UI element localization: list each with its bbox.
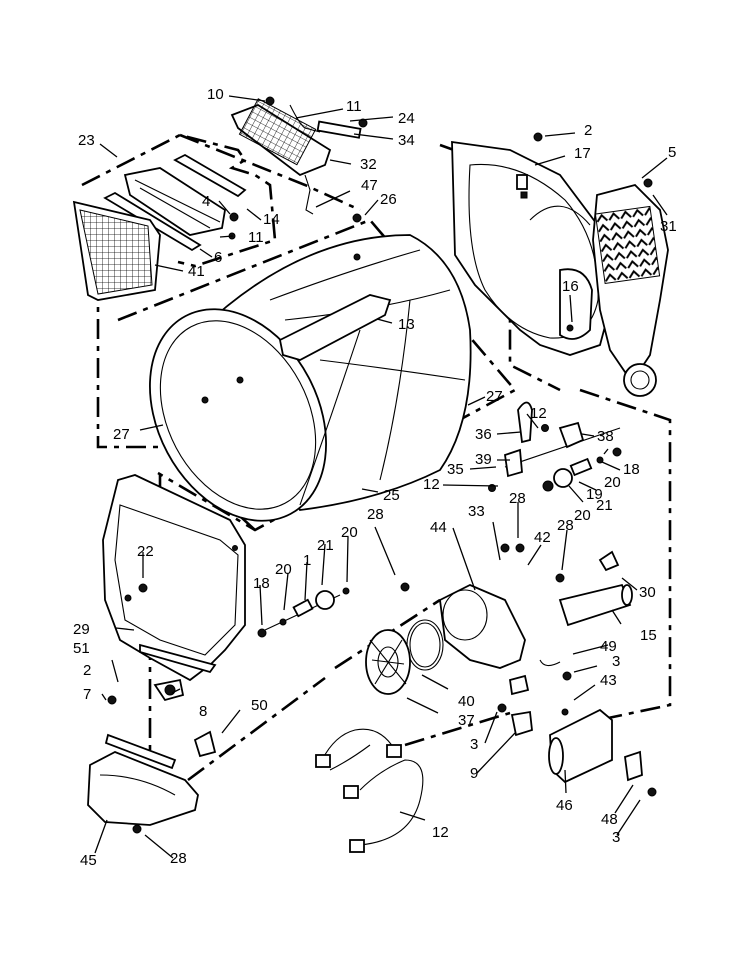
callout-14: 14 [263,211,280,228]
callout-6: 6 [214,249,222,266]
callout-38: 38 [597,428,614,445]
callout-3c: 3 [612,829,620,846]
callout-39: 39 [475,451,492,468]
callout-49: 49 [600,638,617,655]
callout-50: 50 [251,697,268,714]
callout-18b: 18 [253,575,270,592]
callout-24: 24 [398,110,415,127]
callout-11b: 11 [248,229,264,246]
burner-parts [193,708,643,784]
callout-27b: 27 [113,426,130,443]
callout-2b: 2 [83,662,91,679]
callout-2a: 2 [584,122,592,139]
callout-20b: 20 [574,507,591,524]
callout-25: 25 [383,487,400,504]
callout-23: 23 [78,132,95,149]
blower-housing-vents [592,183,669,397]
leader-lines [94,95,668,859]
screws [107,96,657,834]
callout-7: 7 [83,686,91,703]
callout-28b: 28 [367,506,384,523]
front-panel [102,474,246,682]
callout-8: 8 [199,703,207,720]
lint-filter-housing [103,98,362,252]
idler-pulley-parts [257,401,622,638]
callout-30: 30 [639,584,656,601]
callout-41: 41 [188,263,205,280]
callout-4: 4 [202,193,210,210]
callout-12b: 12 [423,476,440,493]
callout-36: 36 [475,426,492,443]
callout-21b: 21 [317,537,334,554]
callout-47: 47 [361,177,378,194]
wire-harness [315,728,424,853]
front-duct [87,678,199,826]
callout-21a: 21 [596,497,613,514]
lint-screen [72,200,161,301]
callout-labels: 10 11 24 34 32 47 23 4 14 26 11 6 41 2 1… [73,86,677,869]
callout-13: 13 [398,316,415,333]
callout-20c: 20 [341,524,358,541]
rear-panel [451,140,613,356]
callout-16: 16 [562,278,579,295]
callout-15: 15 [640,627,657,644]
callout-28c: 28 [557,517,574,534]
callout-20a: 20 [604,474,621,491]
callout-17: 17 [574,145,591,162]
callout-28d: 28 [170,850,187,867]
callout-20d: 20 [275,561,292,578]
callout-5: 5 [668,144,676,161]
callout-34: 34 [398,132,415,149]
callout-43: 43 [600,672,617,689]
callout-11: 11 [346,98,362,115]
callout-26: 26 [380,191,397,208]
callout-27a: 27 [486,388,503,405]
callout-19: 19 [586,486,603,503]
callout-51: 51 [73,640,90,657]
callout-12c: 12 [432,824,449,841]
callout-33: 33 [468,503,485,520]
callout-3b: 3 [470,736,478,753]
callout-18a: 18 [623,461,640,478]
callout-37: 37 [458,712,475,729]
callout-31: 31 [660,218,677,235]
callout-40: 40 [458,693,475,710]
callout-46: 46 [556,797,573,814]
callout-28a: 28 [509,490,526,507]
callout-9: 9 [470,765,478,782]
callout-35: 35 [447,461,464,478]
callout-12a: 12 [530,405,547,422]
callout-3a: 3 [612,653,620,670]
callout-45: 45 [80,852,97,869]
callout-1: 1 [303,552,311,569]
callout-22: 22 [137,543,154,560]
blower-assembly [365,550,633,696]
callout-42: 42 [534,529,551,546]
callout-29: 29 [73,621,90,638]
drum [149,234,472,522]
callout-10: 10 [207,86,224,103]
callout-44: 44 [430,519,447,536]
callout-32: 32 [360,156,377,173]
callout-48: 48 [601,811,618,828]
